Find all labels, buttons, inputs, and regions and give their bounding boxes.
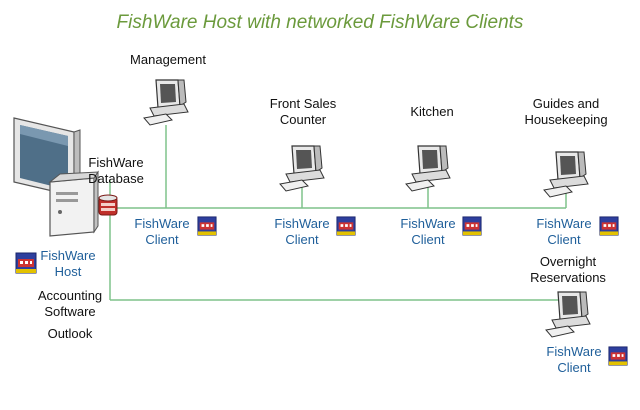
- software-item: Software: [44, 304, 96, 319]
- software-item: Accounting: [37, 288, 103, 303]
- fishware-badge-icon: [15, 252, 37, 274]
- workstation-icon: [143, 79, 189, 126]
- station-name-management: Management: [130, 52, 206, 67]
- workstation-icon: [279, 145, 325, 192]
- station-name-overnight: Overnight Reservations: [530, 254, 606, 285]
- fishware-badge-icon: [599, 216, 619, 236]
- client-label: FishWare Client: [536, 216, 592, 247]
- client-label: FishWare Client: [274, 216, 330, 247]
- client-label: FishWare Client: [546, 344, 602, 375]
- host-computer-icon: [13, 117, 99, 237]
- fishware-badge-icon: [608, 346, 628, 366]
- workstation-icon: [543, 151, 589, 198]
- fishware-badge-icon: [462, 216, 482, 236]
- station-name-kitchen: Kitchen: [410, 104, 454, 119]
- workstation-icon: [545, 291, 591, 338]
- fishware-badge-icon: [336, 216, 356, 236]
- host-label: FishWare Host: [40, 248, 96, 279]
- software-item: Outlook: [47, 326, 93, 341]
- station-name-guides: Guides and Housekeeping: [524, 96, 608, 127]
- client-label: FishWare Client: [400, 216, 456, 247]
- diagram-title: FishWare Host with networked FishWare Cl…: [116, 12, 524, 33]
- fishware-badge-icon: [197, 216, 217, 236]
- workstation-icon: [405, 145, 451, 192]
- client-label: FishWare Client: [134, 216, 190, 247]
- host-software-list: Accounting Software Outlook: [30, 288, 110, 342]
- station-name-front-sales: Front Sales Counter: [269, 96, 337, 127]
- database-label: FishWare Database: [88, 155, 144, 186]
- database-icon: [98, 194, 118, 216]
